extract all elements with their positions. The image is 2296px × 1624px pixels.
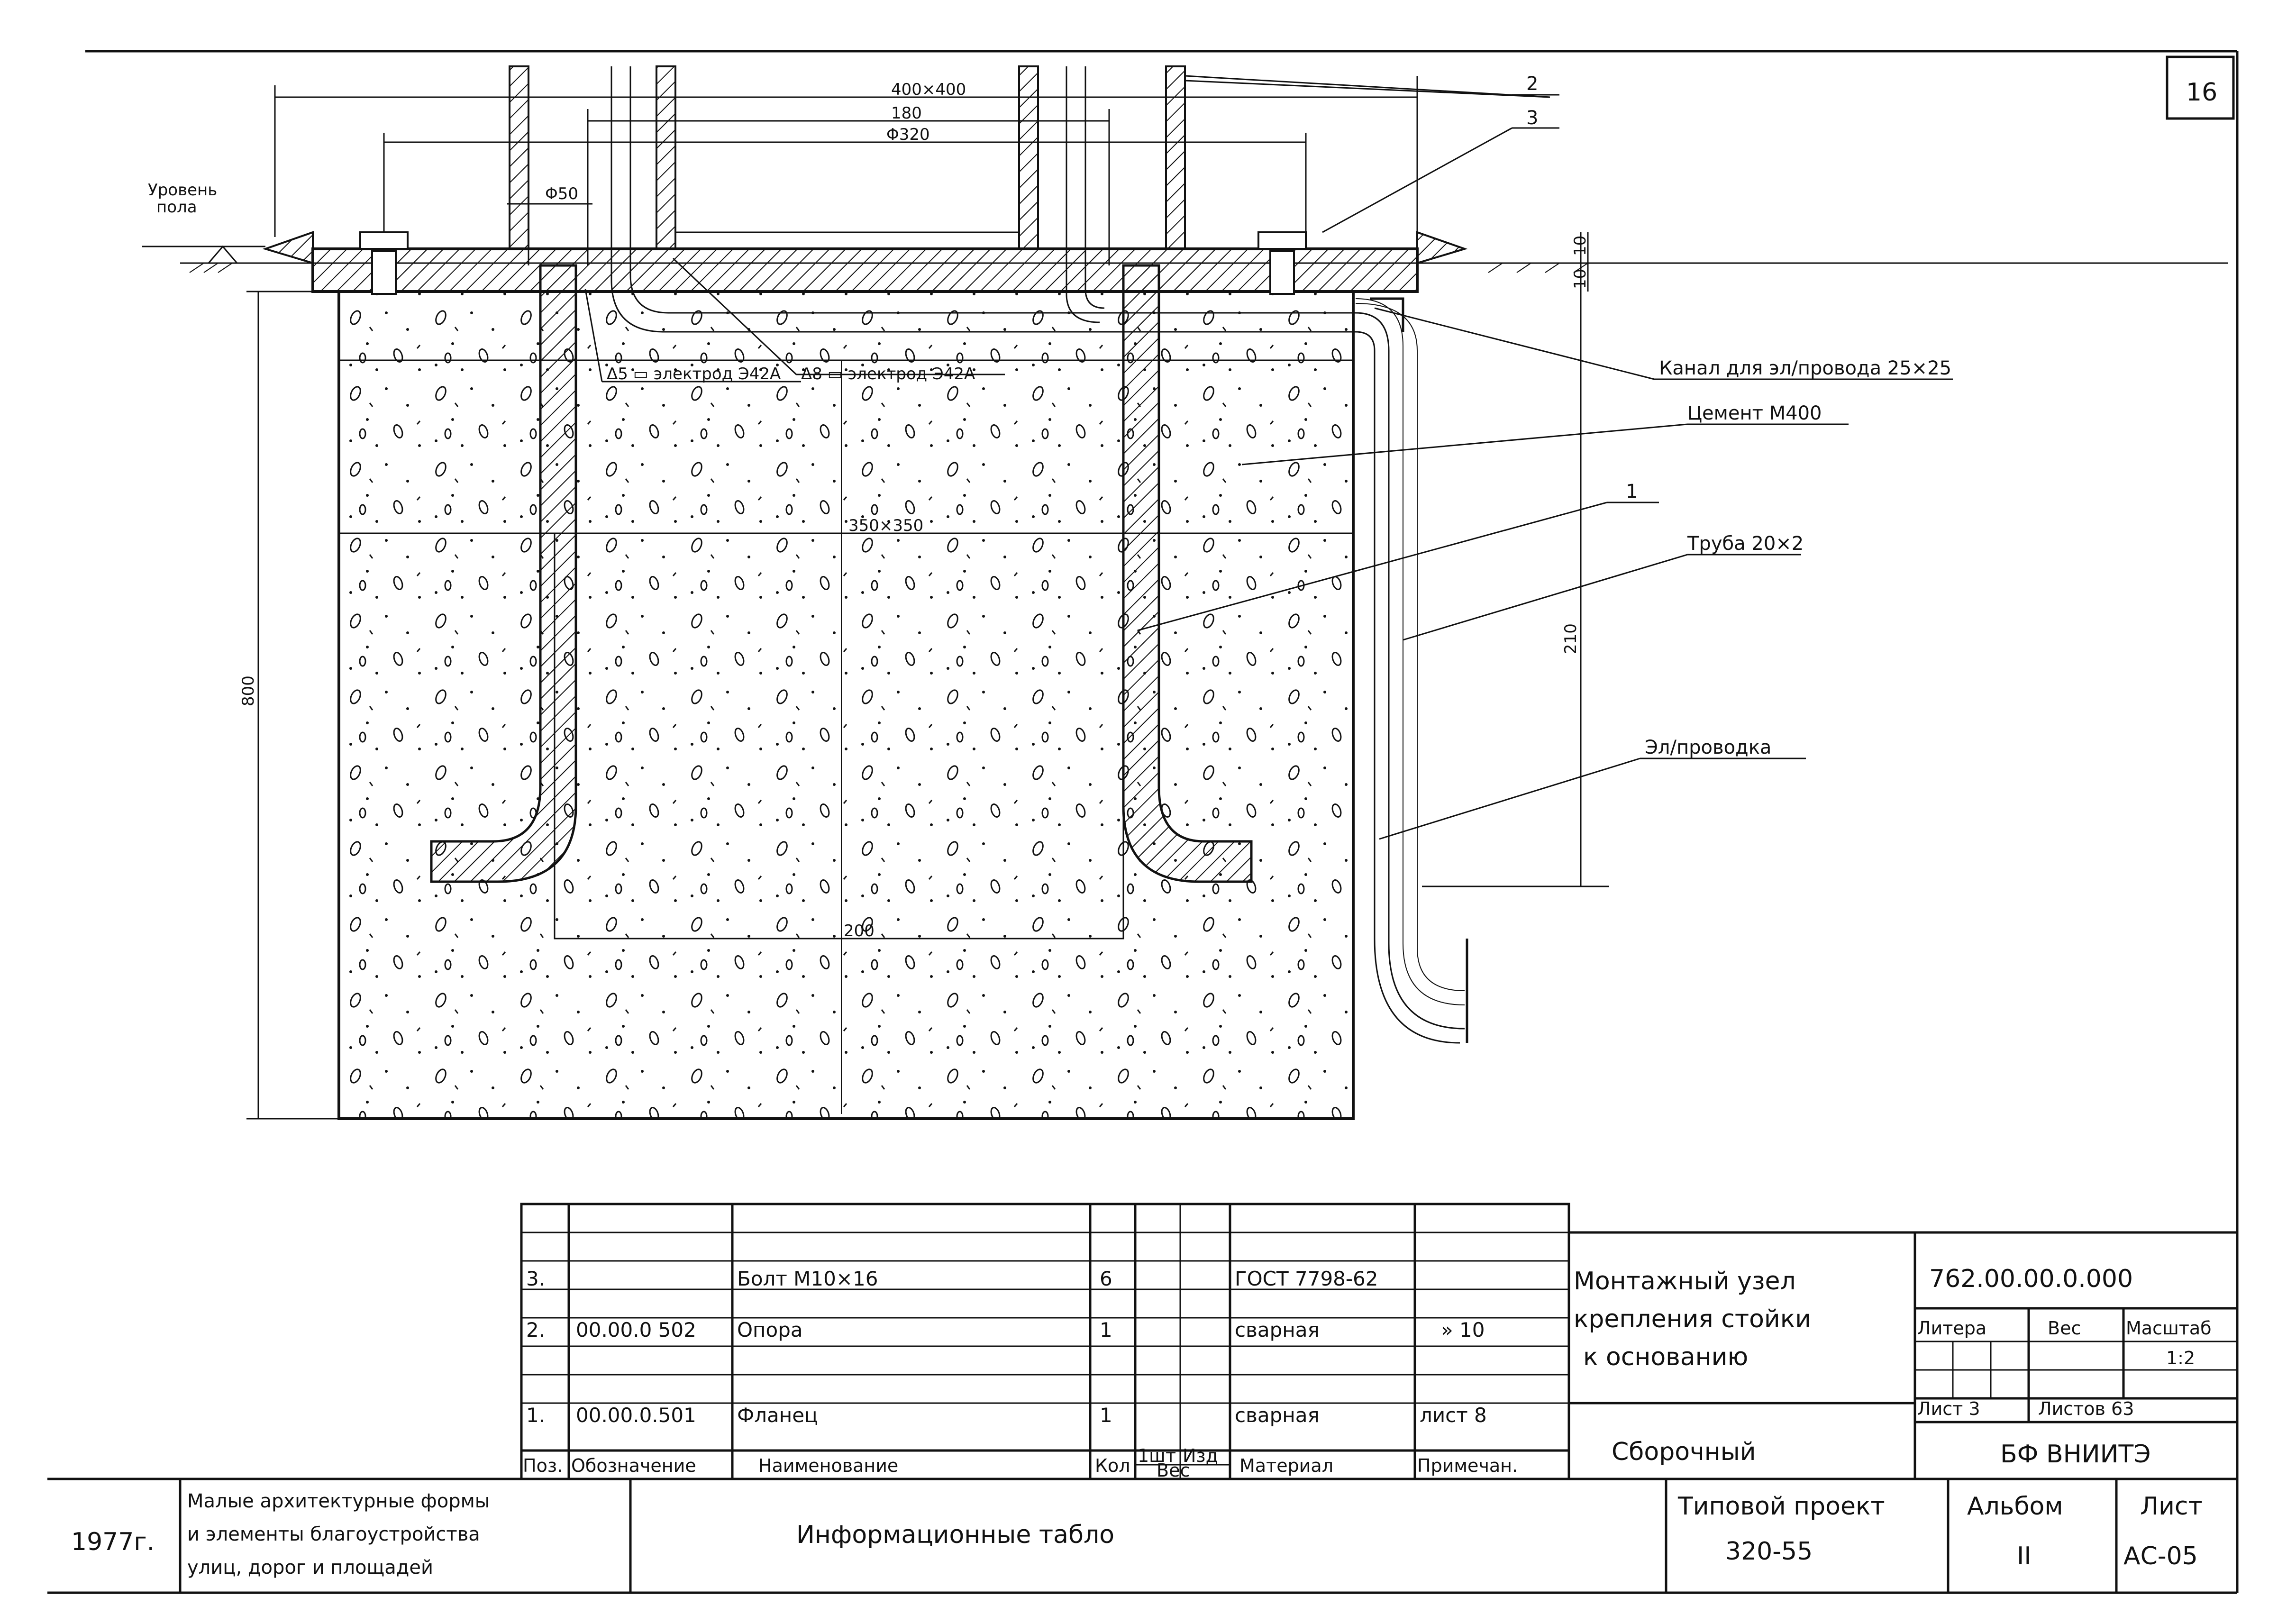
dim-phi320: Φ320: [886, 125, 930, 144]
hdr-1sht: 1шт: [1138, 1445, 1176, 1466]
organization: БФ ВНИИТЭ: [2000, 1440, 2151, 1469]
dim-210: 210: [1561, 623, 1580, 654]
dim-180: 180: [891, 104, 922, 123]
row1-pos: 1.: [526, 1404, 545, 1427]
callout-pipe: Труба 20×2: [1687, 533, 1804, 555]
project-number: 320-55: [1725, 1537, 1813, 1566]
row1-note: лист 8: [1420, 1404, 1487, 1427]
bolt-right: [1269, 250, 1295, 295]
row2-material: сварная: [1235, 1318, 1320, 1341]
dim-800: 800: [239, 675, 258, 706]
weld-note-2: Δ8 ▭ электрод Э42А: [801, 365, 975, 383]
title-line-2: крепления стойки: [1574, 1305, 1811, 1333]
callout-2: 2: [1526, 73, 1538, 95]
base-flange: [262, 231, 1468, 295]
dim-350x350: 350×350: [848, 516, 923, 535]
dim-10-a: 10: [1571, 236, 1590, 256]
level-marker-icon: [208, 245, 238, 264]
hdr-izd: Изд: [1183, 1445, 1218, 1466]
row2-name: Опора: [737, 1318, 803, 1341]
callout-channel: Канал для эл/провода 25×25: [1659, 357, 1951, 379]
row1-qty: 1: [1100, 1404, 1112, 1427]
bottom-stamp: 1977г. Малые архитектурные формы и элеме…: [47, 1478, 2237, 1593]
row2-pos: 2.: [526, 1318, 545, 1341]
callout-3: 3: [1526, 107, 1538, 129]
row3-name: Болт М10×16: [737, 1267, 878, 1290]
series-line-2: и элементы благоустройства: [187, 1524, 480, 1545]
callout-wiring: Эл/проводка: [1645, 737, 1771, 758]
sheet-word: Лист: [2140, 1492, 2203, 1521]
series-line-3: улиц, дорог и площадей: [187, 1557, 433, 1578]
ves-label: Вес: [2048, 1318, 2081, 1339]
masshtab-label: Масштаб: [2126, 1318, 2212, 1339]
row2-qty: 1: [1100, 1318, 1112, 1341]
row2-note: » 10: [1441, 1318, 1485, 1341]
callout-1: 1: [1626, 481, 1638, 502]
litera-label: Литера: [1917, 1318, 1986, 1339]
anchor-legs: [430, 264, 1253, 883]
hdr-material: Материал: [1239, 1455, 1333, 1476]
hdr-pos: Поз.: [523, 1455, 563, 1476]
title-line-1: Монтажный узел: [1574, 1267, 1796, 1296]
dim-10-b: 10: [1571, 269, 1590, 289]
doc-type: Сборочный: [1612, 1438, 1756, 1466]
row1-name: Фланец: [737, 1404, 818, 1427]
row2-designation: 00.00.0 502: [576, 1318, 696, 1341]
dim-200: 200: [844, 921, 875, 940]
weld-note-1: Δ5 ▭ электрод Э42А: [607, 365, 781, 383]
bolt-left: [371, 250, 397, 295]
drawing-code: 762.00.00.0.000: [1929, 1265, 2133, 1293]
subject-title: Информационные табло: [796, 1521, 1114, 1549]
floor-level-label: Уровень: [148, 181, 217, 200]
dim-phi50: Φ50: [545, 184, 578, 203]
hdr-qty: Кол: [1095, 1455, 1130, 1476]
sheet-label: Лист 3: [1917, 1398, 1980, 1419]
row3-qty: 6: [1100, 1267, 1112, 1290]
hdr-name: Наименование: [758, 1455, 898, 1476]
album-label: Альбом: [1967, 1492, 2063, 1521]
dim-400x400: 400×400: [891, 80, 966, 99]
title-line-3: к основанию: [1583, 1343, 1748, 1371]
concrete-block: [337, 290, 1355, 1120]
floor-level-label-2: пола: [156, 198, 197, 217]
leader-lines: [584, 257, 1953, 840]
sheets-label: Листов 63: [2038, 1398, 2134, 1419]
series-line-1: Малые архитектурные формы: [187, 1490, 490, 1512]
wiring-conduit: [610, 66, 1468, 1044]
callout-cement: Цемент М400: [1687, 402, 1822, 424]
sheet-number-box: [2166, 55, 2235, 120]
row1-designation: 00.00.0.501: [576, 1404, 696, 1427]
row3-material: ГОСТ 7798-62: [1235, 1267, 1378, 1290]
drawing-labels: 400×400 180 Φ320 Φ50 350×350 200 800 210…: [148, 73, 2217, 940]
sheet-code: АС-05: [2123, 1542, 2198, 1570]
year: 1977г.: [71, 1528, 155, 1556]
hdr-ves: Вес: [1157, 1460, 1190, 1481]
sheet-number: 16: [2186, 78, 2217, 107]
row1-material: сварная: [1235, 1404, 1320, 1427]
row3-pos: 3.: [526, 1267, 545, 1290]
project-label: Типовой проект: [1677, 1492, 1885, 1521]
hdr-note: Примечан.: [1417, 1455, 1518, 1476]
album-number: II: [2017, 1542, 2032, 1570]
hdr-designation: Обозначение: [571, 1455, 696, 1476]
scale-value: 1:2: [2166, 1348, 2195, 1369]
title-block: Монтажный узел крепления стойки к основа…: [1567, 1231, 2239, 1480]
spec-table: 3. Болт М10×16 6 ГОСТ 7798-62 2. 00.00.0…: [520, 1203, 1570, 1481]
